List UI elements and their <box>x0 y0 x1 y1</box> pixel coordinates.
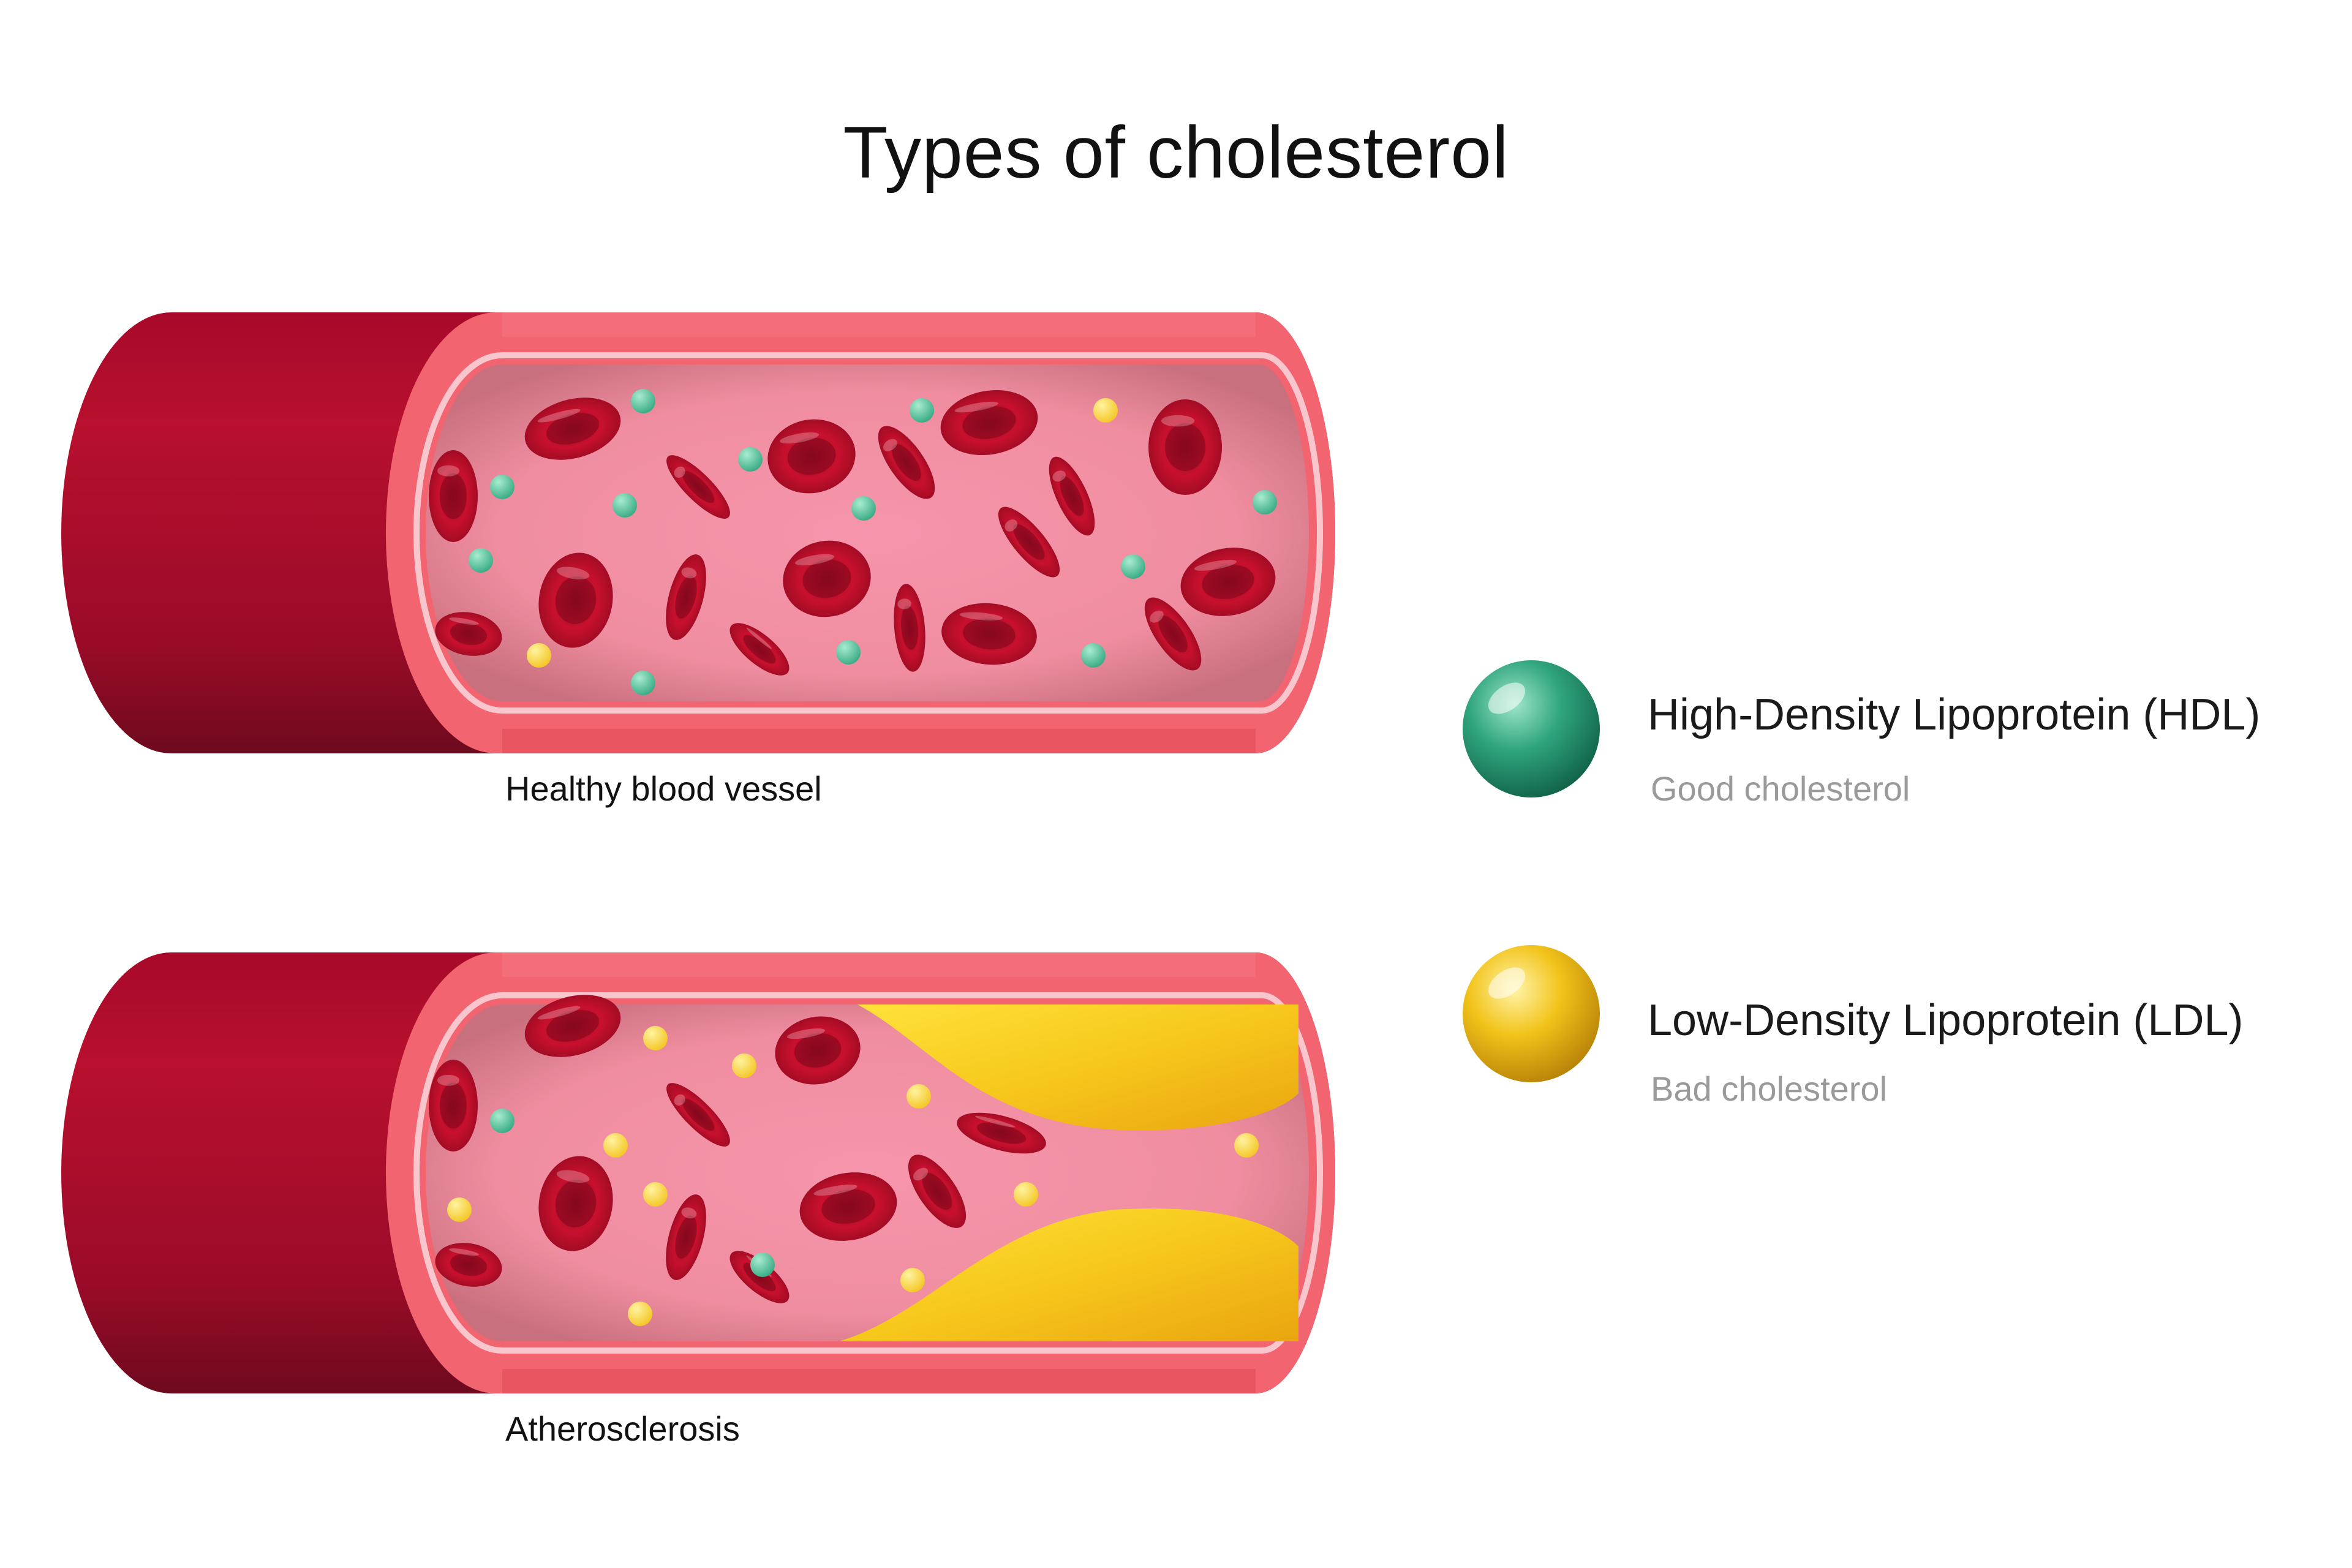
red-blood-cell <box>666 1083 730 1147</box>
red-blood-cell <box>435 1243 502 1287</box>
ldl-description: Bad cholesterol <box>1651 1069 1888 1108</box>
hdl-particle <box>490 475 514 499</box>
hdl-particle <box>631 671 655 695</box>
diagram-title: Types of cholesterol <box>843 111 1509 194</box>
hdl-particle <box>750 1253 775 1277</box>
hdl-particle-icon <box>1463 660 1600 797</box>
red-blood-cell <box>783 540 871 617</box>
hdl-particle <box>1253 490 1277 514</box>
ldl-particle <box>643 1026 668 1050</box>
ldl-particle <box>628 1302 652 1326</box>
hdl-particle <box>1081 643 1106 668</box>
red-blood-cell <box>1049 456 1095 536</box>
atherosclerosis-caption: Atherosclerosis <box>505 1409 740 1448</box>
red-blood-cell <box>878 426 935 499</box>
hdl-particle <box>910 398 934 423</box>
hdl-particle <box>490 1109 514 1133</box>
ldl-particle <box>603 1133 628 1158</box>
ldl-particle <box>447 1197 472 1222</box>
hdl-particle <box>469 548 493 573</box>
ldl-particle-icon <box>1463 945 1600 1082</box>
ldl-particle <box>643 1182 668 1207</box>
red-blood-cell <box>941 603 1037 665</box>
red-blood-cell <box>524 398 621 460</box>
red-blood-cell <box>729 623 790 676</box>
ldl-particle <box>1093 398 1118 423</box>
red-blood-cell <box>894 584 925 672</box>
red-blood-cell <box>538 552 613 648</box>
hdl-particle <box>1121 554 1145 579</box>
red-blood-cell <box>429 450 478 542</box>
hdl-particle <box>612 493 637 518</box>
hdl-particle <box>738 447 763 472</box>
red-blood-cell <box>767 419 856 494</box>
red-blood-cell <box>1148 399 1222 495</box>
red-blood-cell <box>998 507 1060 578</box>
hdl-particle <box>631 389 655 413</box>
red-blood-cell <box>524 995 621 1057</box>
red-blood-cell <box>538 1156 613 1251</box>
ldl-particle <box>732 1054 756 1078</box>
ldl-particle <box>527 643 551 668</box>
hdl-particle <box>851 496 876 521</box>
hdl-particle <box>836 640 861 665</box>
ldl-particle <box>907 1084 931 1109</box>
red-blood-cell <box>666 1194 706 1280</box>
ldl-particle <box>1234 1133 1259 1158</box>
red-blood-cell <box>429 1060 478 1152</box>
ldl-label: Low-Density Lipoprotein (LDL) <box>1648 996 2244 1045</box>
healthy-blood-vessel-illustration <box>61 312 1335 753</box>
red-blood-cell <box>435 612 502 656</box>
red-blood-cell <box>957 1112 1046 1154</box>
ldl-particle <box>900 1268 925 1292</box>
hdl-description: Good cholesterol <box>1651 769 1910 808</box>
red-blood-cell <box>1180 548 1276 616</box>
red-blood-cell <box>1144 597 1202 671</box>
red-blood-cell <box>799 1172 897 1241</box>
red-blood-cell <box>666 554 706 640</box>
red-blood-cell <box>940 390 1038 456</box>
ldl-particle <box>1014 1182 1038 1207</box>
healthy-vessel-caption: Healthy blood vessel <box>505 769 822 808</box>
red-blood-cell <box>775 1016 861 1085</box>
red-blood-cell <box>908 1155 967 1228</box>
red-blood-cell <box>666 455 730 519</box>
hdl-label: High-Density Lipoprotein (HDL) <box>1648 690 2261 739</box>
atherosclerosis-vessel-illustration <box>61 952 1335 1393</box>
